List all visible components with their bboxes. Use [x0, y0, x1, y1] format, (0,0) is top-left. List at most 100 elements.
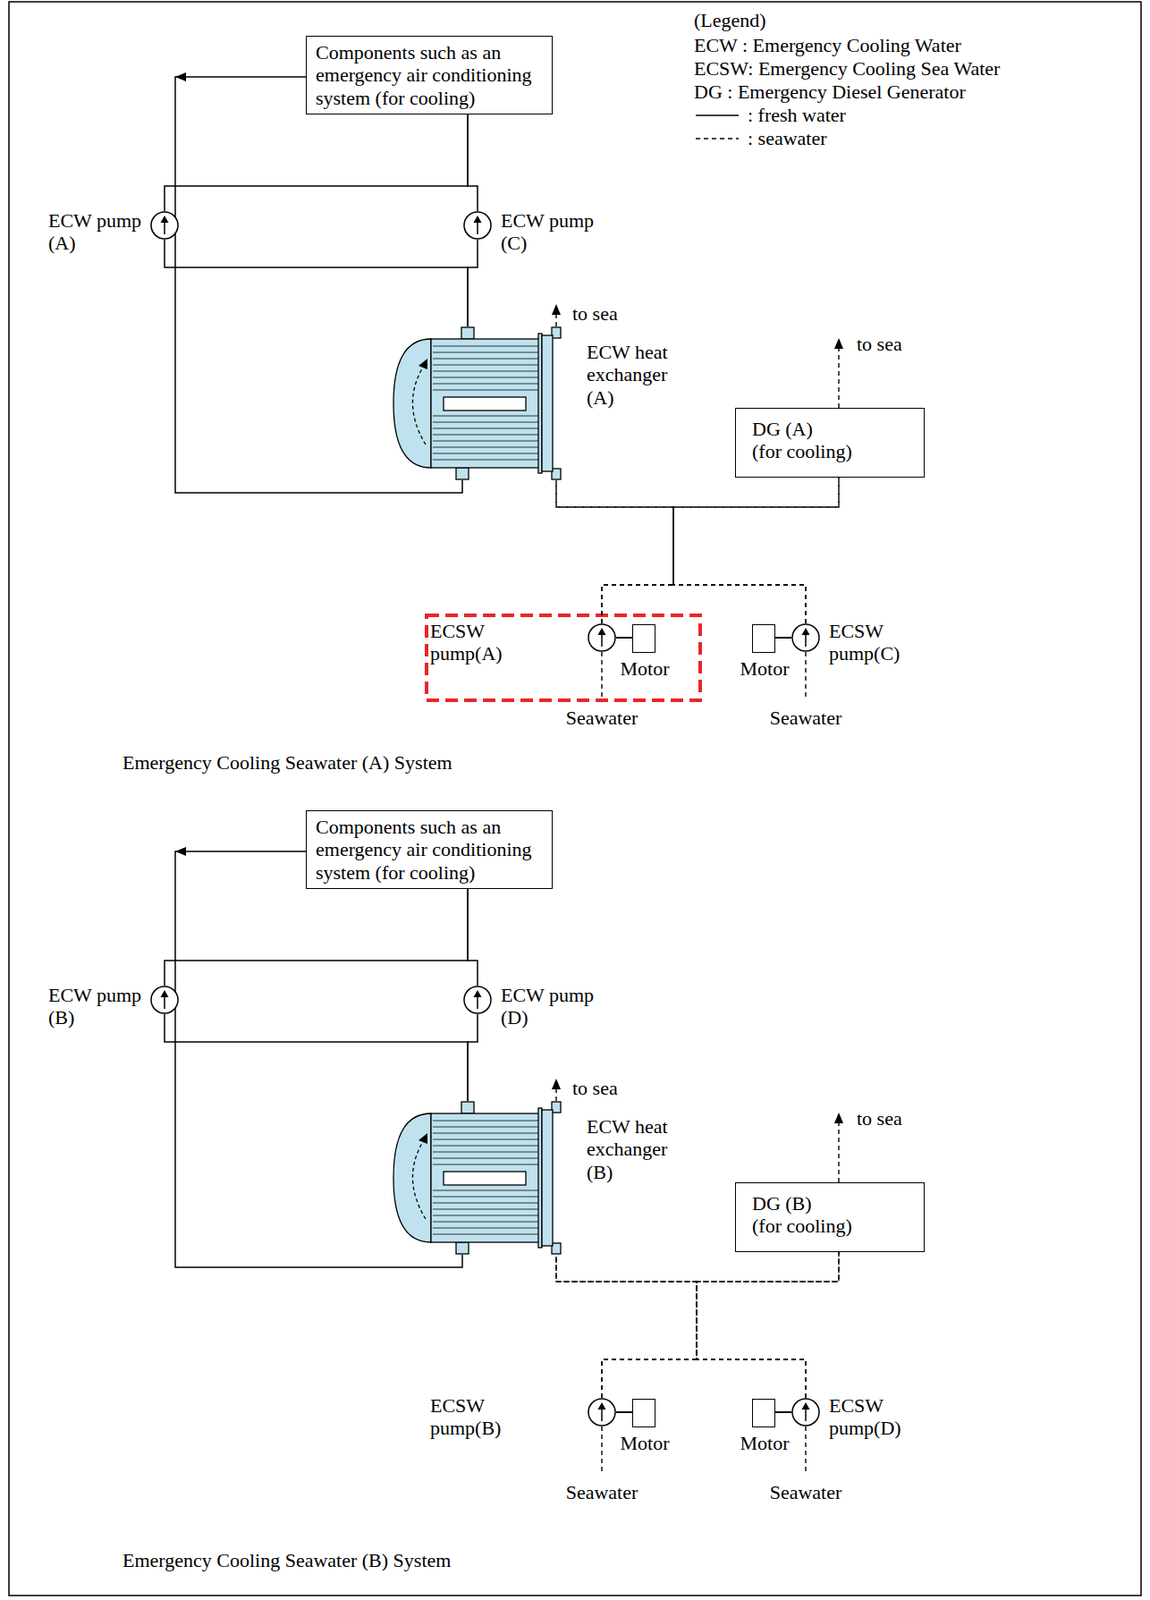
pipe-path	[467, 1014, 478, 1101]
pipe-path	[164, 1014, 468, 1101]
legend-entry: ECW : Emergency Cooling Water	[693, 33, 962, 57]
fresh-water-pipe	[467, 114, 478, 212]
motor-box: Motor	[752, 1398, 776, 1428]
node-label: ECW heat exchanger (A)	[586, 340, 685, 409]
ecw-pump: ECW pump (A)	[150, 211, 179, 240]
pump-arrowhead	[160, 215, 170, 223]
legend-entry: DG : Emergency Diesel Generator	[693, 80, 966, 103]
system-caption: Emergency Cooling Seawater (B) System	[122, 1548, 451, 1572]
pump-circle	[464, 211, 491, 239]
fresh-water-pipe	[467, 239, 478, 327]
legend-entry: : fresh water	[747, 103, 846, 127]
tube-line	[432, 439, 539, 441]
pump-arrowhead	[598, 1402, 607, 1410]
motor-box: Motor	[632, 1398, 656, 1428]
inlet-line	[600, 1426, 602, 1472]
tube-line	[432, 1144, 539, 1146]
shell	[431, 338, 541, 468]
flow-arrowhead	[175, 846, 187, 856]
heat-exchanger-symbol	[391, 1100, 566, 1255]
pump-circle	[588, 624, 616, 652]
baffle	[443, 1171, 526, 1185]
node-label: ECSW pump(B)	[430, 1394, 508, 1440]
legend-entry: ECSW: Emergency Cooling Sea Water	[693, 57, 1000, 80]
system-drawing	[426, 304, 844, 701]
legend-text: : seawater	[747, 126, 828, 150]
pump-symbol	[587, 1397, 617, 1427]
pump-arrow	[163, 220, 166, 235]
pipe-path	[467, 239, 478, 327]
system-drawing	[551, 1078, 844, 1472]
node-label: ECSW pump(C)	[828, 619, 906, 666]
pipe-path	[696, 1251, 839, 1398]
tube-line	[432, 1226, 539, 1228]
pump-symbol	[150, 211, 179, 240]
seawater-pipe	[556, 1254, 806, 1398]
inlet-line	[804, 651, 806, 698]
tube-line	[432, 1214, 539, 1216]
tube-line	[432, 1220, 539, 1222]
tube-line	[432, 433, 539, 435]
tube-line	[432, 1208, 539, 1210]
node-label: ECSW pump(D)	[828, 1394, 906, 1440]
inlet-line	[600, 651, 602, 698]
tube-line	[432, 1163, 539, 1165]
pump-arrow	[476, 220, 479, 235]
outlet-line	[555, 1089, 557, 1101]
pipe-path	[556, 480, 806, 624]
seawater-pipe	[696, 1251, 839, 1398]
pump-circle	[151, 986, 178, 1014]
legend-text: ECW : Emergency Cooling Water	[693, 33, 962, 57]
ecw-pump: ECW pump (B)	[150, 985, 179, 1015]
pipe-path	[556, 1254, 697, 1398]
shell	[431, 1113, 541, 1243]
pipe-path	[601, 1251, 839, 1398]
node-label: (for cooling)	[752, 1214, 908, 1237]
pump-arrow	[804, 633, 807, 647]
tube-line	[432, 446, 539, 448]
pump-arrow	[476, 995, 479, 1009]
outlet-arrowhead	[551, 304, 561, 315]
outlet-arrowhead	[834, 1112, 844, 1124]
fresh-water-pipe	[164, 1014, 468, 1101]
ecsw-pump: ECSW pump(A)	[587, 623, 617, 652]
ecw-pump: ECW pump (D)	[463, 985, 492, 1015]
seawater-pipe	[673, 477, 839, 624]
pipe-path	[556, 1254, 806, 1398]
pipe-path	[616, 1411, 633, 1413]
inlet-label: Seawater	[761, 1480, 851, 1504]
pipe-path	[775, 1411, 792, 1413]
flow-arrowhead	[418, 1133, 428, 1144]
tube-line	[432, 427, 539, 429]
inlet-label: Seawater	[557, 706, 647, 729]
tube-line	[432, 382, 539, 384]
node-label: DG (A)	[752, 417, 908, 440]
node-label: ECW pump (A)	[48, 209, 147, 255]
tube-line	[432, 458, 539, 460]
channel-head	[541, 335, 553, 472]
pump-arrowhead	[473, 215, 482, 223]
tube-line	[432, 1233, 539, 1235]
pump-symbol	[791, 623, 821, 652]
highlight-box	[426, 615, 701, 701]
outlet-arrowhead	[551, 1078, 561, 1090]
fresh-water-pipe	[467, 888, 478, 986]
seawater-pipe	[556, 1254, 697, 1398]
heat-exchanger-symbol	[391, 326, 566, 481]
pump-arrow	[600, 633, 603, 647]
heat-exchanger: ECW heat exchanger (B)	[391, 1100, 566, 1255]
seawater-pipe	[556, 480, 806, 624]
heat-exchanger: ECW heat exchanger (A)	[391, 326, 566, 481]
node-label: ECW pump (C)	[500, 209, 600, 255]
motor-shaft	[616, 1412, 633, 1413]
pump-circle	[588, 1398, 616, 1426]
tube-line	[432, 414, 539, 416]
seawater-pipe	[601, 477, 839, 624]
component-box: Components such as an emergency air cond…	[305, 35, 553, 115]
pump-symbol	[791, 1397, 821, 1427]
legend-line-sample	[695, 114, 739, 117]
pipe-path	[556, 480, 674, 624]
tube-line	[432, 1195, 539, 1197]
